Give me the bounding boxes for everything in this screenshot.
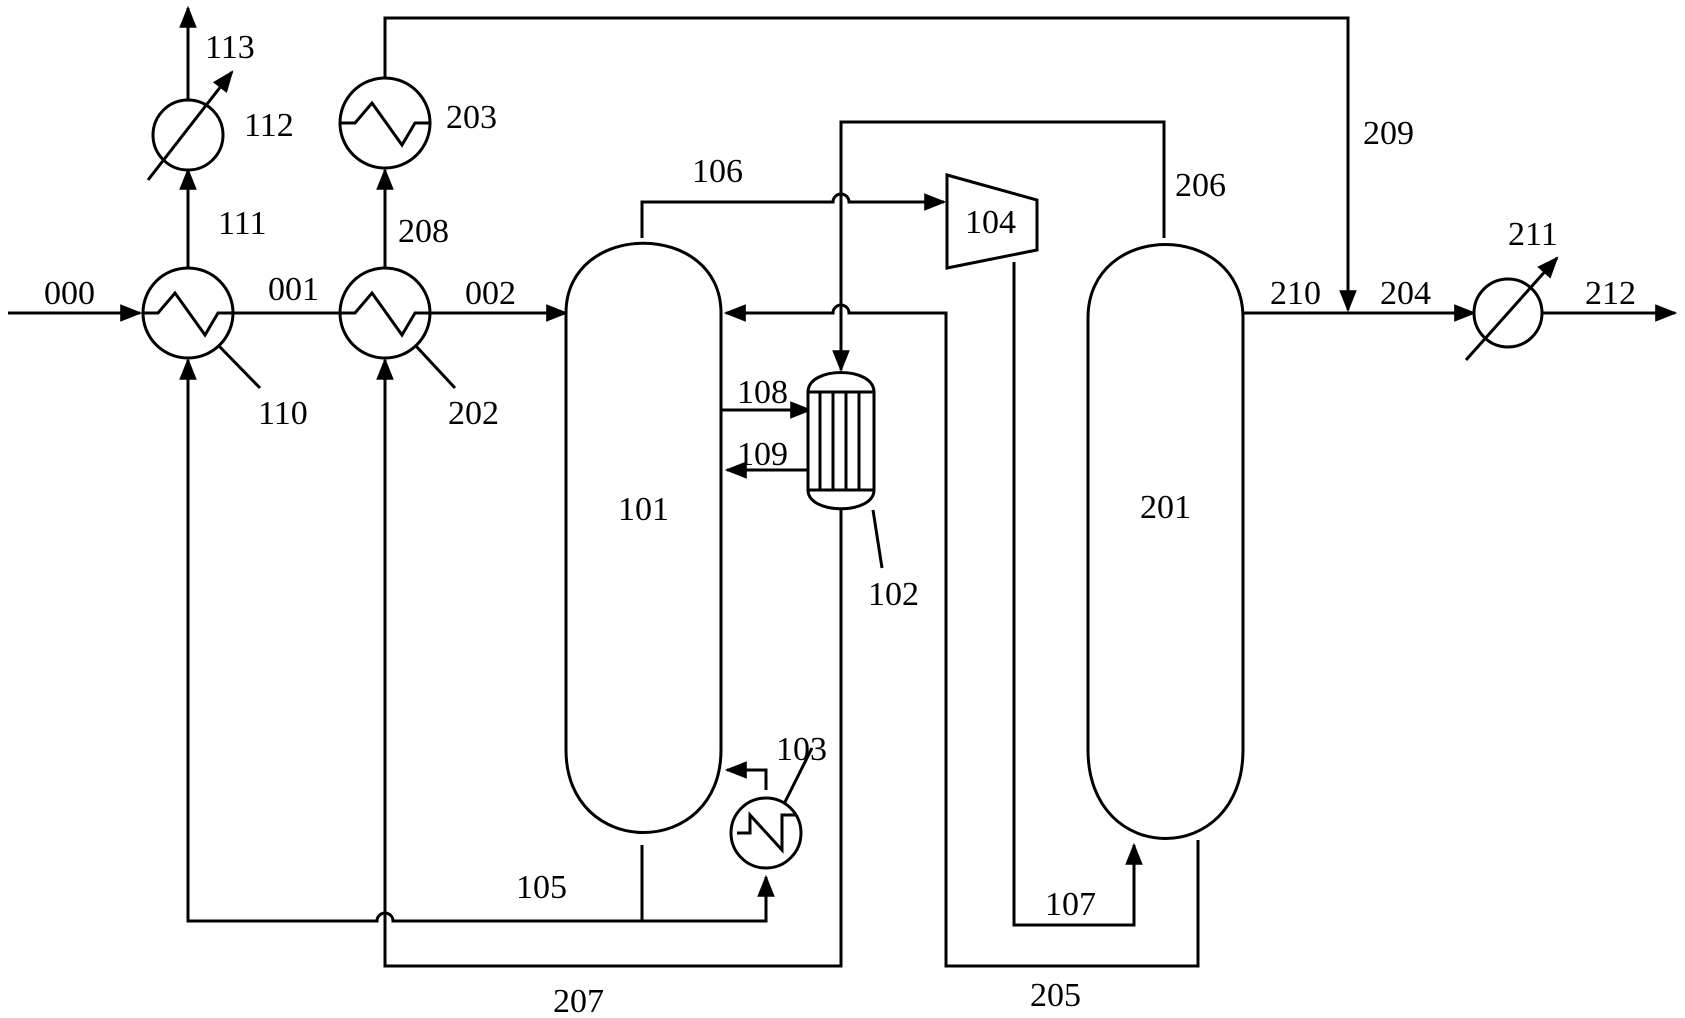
label-102: 102: [868, 576, 919, 613]
label-212: 212: [1585, 275, 1636, 312]
label-206: 206: [1175, 167, 1226, 204]
heat-exchanger-202: [340, 268, 455, 388]
label-105: 105: [516, 869, 567, 906]
cooler-211: [1466, 258, 1557, 360]
cooler-112: [148, 72, 232, 180]
label-211: 211: [1508, 216, 1558, 253]
label-203: 203: [446, 99, 497, 136]
heat-exchanger-110: [143, 268, 260, 388]
label-210: 210: [1270, 275, 1321, 312]
label-112: 112: [244, 107, 294, 144]
label-209: 209: [1363, 115, 1414, 152]
label-204: 204: [1380, 275, 1431, 312]
label-103: 103: [776, 731, 827, 768]
stream-103-feed-line: [642, 877, 766, 921]
label-101: 101: [618, 491, 669, 528]
label-205: 205: [1030, 977, 1081, 1014]
label-109: 109: [737, 436, 788, 473]
label-201: 201: [1140, 489, 1191, 526]
label-107: 107: [1045, 886, 1096, 923]
label-111: 111: [218, 205, 266, 242]
label-001: 001: [268, 271, 319, 308]
heat-exchanger-203: [340, 78, 430, 168]
label-207: 207: [553, 983, 604, 1018]
reactor-102: [808, 373, 882, 569]
label-202: 202: [448, 395, 499, 432]
label-106: 106: [692, 153, 743, 190]
column-101: [566, 243, 721, 832]
stream-103-return-line: [727, 770, 766, 790]
column-201: [1088, 245, 1243, 839]
label-104: 104: [965, 204, 1016, 241]
stream-106-line: [642, 194, 944, 238]
label-208: 208: [398, 213, 449, 250]
label-110: 110: [258, 395, 308, 432]
label-113: 113: [205, 29, 255, 66]
label-108: 108: [737, 374, 788, 411]
label-002: 002: [465, 275, 516, 312]
label-000: 000: [44, 275, 95, 312]
